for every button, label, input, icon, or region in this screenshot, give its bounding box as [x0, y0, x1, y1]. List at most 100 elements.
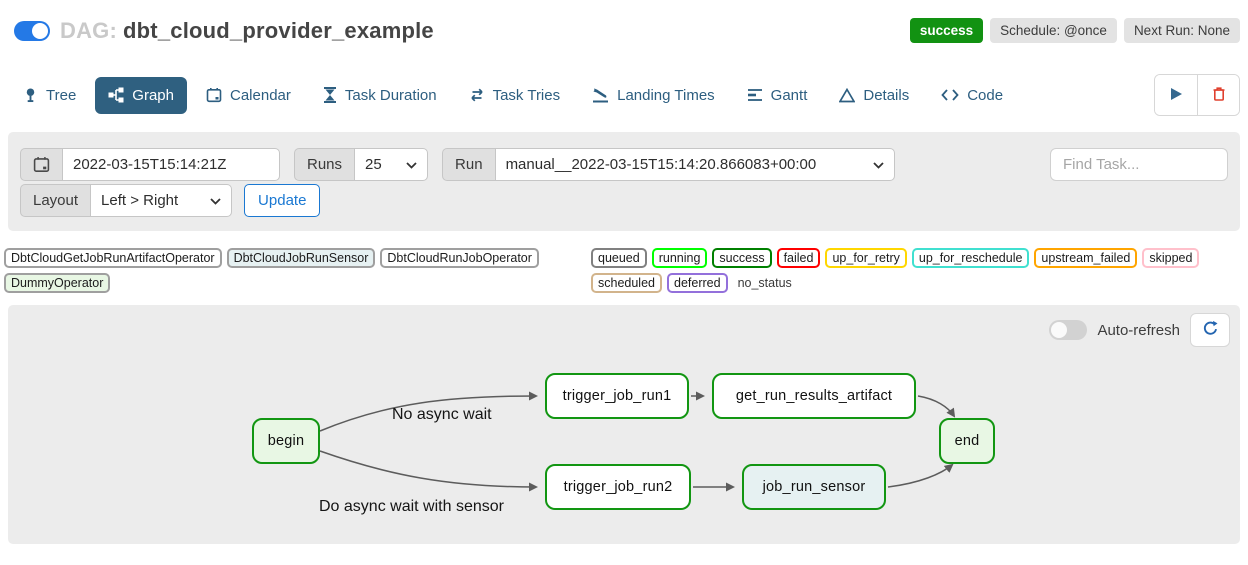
- layout-selected-value: Left > Right: [101, 192, 179, 209]
- chevron-down-icon: [210, 192, 221, 209]
- retry-arrows-icon: [469, 87, 485, 103]
- view-tabs: Tree Graph Calendar Task Duration Task Tries…: [10, 76, 1016, 114]
- calendar-icon: [206, 87, 222, 103]
- execution-date-group: [20, 148, 280, 181]
- edge-job_run_sensor-to-end: [887, 463, 954, 488]
- operator-legend-pill: DummyOperator: [4, 273, 111, 293]
- status-legend-pill: upstream_failed: [1034, 248, 1138, 268]
- delete-dag-button[interactable]: [1197, 75, 1239, 115]
- tab-label: Landing Times: [617, 86, 715, 104]
- task-node-begin[interactable]: begin: [252, 418, 320, 464]
- task-node-trigger_job_run2[interactable]: trigger_job_run2: [545, 464, 691, 510]
- toggle-knob: [1051, 322, 1068, 338]
- toggle-knob: [32, 23, 48, 39]
- filter-panel: Runs 25 Run manual__2022-03-15T15:14:20.…: [8, 132, 1240, 231]
- layout-select[interactable]: Left > Right: [90, 184, 233, 217]
- layout-group: Layout Left > Right: [20, 184, 233, 217]
- execution-date-input[interactable]: [62, 148, 280, 181]
- dag-actions: [1154, 74, 1240, 116]
- task-node-trigger_job_run1[interactable]: trigger_job_run1: [545, 373, 689, 419]
- tab-task-tries[interactable]: Task Tries: [456, 77, 574, 114]
- status-legend-pill: skipped: [1142, 248, 1200, 268]
- tab-label: Code: [967, 86, 1004, 104]
- tab-label: Tree: [46, 86, 77, 104]
- tab-calendar[interactable]: Calendar: [193, 77, 304, 114]
- calendar-picker-icon[interactable]: [20, 148, 62, 181]
- page-title: DAG:dbt_cloud_provider_example: [60, 18, 434, 44]
- runs-group: Runs 25: [294, 148, 429, 181]
- graph-canvas[interactable]: Auto-refresh begin trigger_job_run1 get_ru…: [8, 305, 1240, 544]
- operator-legend-pill: DbtCloudGetJobRunArtifactOperator: [4, 248, 222, 268]
- operator-legend-pill: DbtCloudJobRunSensor: [226, 248, 376, 268]
- gantt-bars-icon: [747, 87, 763, 103]
- run-select[interactable]: manual__2022-03-15T15:14:20.866083+00:00: [494, 148, 895, 181]
- refresh-button[interactable]: [1190, 313, 1230, 347]
- tab-tree[interactable]: Tree: [10, 77, 89, 114]
- chevron-down-icon: [406, 156, 417, 173]
- triangle-icon: [839, 87, 856, 103]
- find-task-input[interactable]: [1050, 148, 1228, 181]
- chevron-down-icon: [872, 156, 884, 173]
- status-legend-pill: scheduled: [591, 273, 662, 293]
- play-icon: [1169, 87, 1183, 104]
- status-badge[interactable]: success: [909, 18, 984, 43]
- status-legend-pill: failed: [776, 248, 821, 268]
- layout-label: Layout: [20, 184, 91, 217]
- status-legend-pill: running: [651, 248, 708, 268]
- tab-graph[interactable]: Graph: [95, 76, 187, 114]
- runs-label: Runs: [294, 148, 355, 181]
- refresh-bar: Auto-refresh: [1049, 313, 1230, 347]
- tab-task-duration[interactable]: Task Duration: [310, 77, 450, 114]
- run-selected-value: manual__2022-03-15T15:14:20.866083+00:00: [505, 156, 817, 173]
- run-group: Run manual__2022-03-15T15:14:20.866083+0…: [442, 148, 895, 181]
- refresh-icon: [1202, 320, 1219, 340]
- tab-label: Task Duration: [344, 86, 437, 104]
- tab-details[interactable]: Details: [826, 77, 922, 114]
- filter-row-2: Layout Left > Right Update: [20, 184, 1228, 217]
- status-legend-pill: queued: [591, 248, 647, 268]
- schedule-badge: Schedule: @once: [990, 18, 1117, 43]
- dag-edges: [319, 391, 956, 492]
- tab-label: Graph: [132, 86, 174, 104]
- task-node-get_run_results_artifact[interactable]: get_run_results_artifact: [712, 373, 916, 419]
- dag-header: DAG:dbt_cloud_provider_example success S…: [0, 0, 1248, 44]
- tree-icon: [23, 87, 38, 103]
- edge-label: No async wait: [392, 406, 492, 423]
- edge-begin-to-trigger_job_run1: [319, 391, 538, 432]
- tab-landing-times[interactable]: Landing Times: [579, 77, 728, 114]
- runs-select[interactable]: 25: [354, 148, 429, 181]
- graph-icon: [108, 87, 124, 103]
- tab-label: Details: [863, 86, 910, 104]
- hourglass-icon: [323, 87, 337, 103]
- auto-refresh-toggle[interactable]: [1049, 320, 1088, 340]
- tab-code[interactable]: Code: [928, 77, 1016, 114]
- auto-refresh-label: Auto-refresh: [1097, 321, 1180, 339]
- status-legend-pill: deferred: [667, 273, 728, 293]
- view-tabs-row: Tree Graph Calendar Task Duration Task Tries…: [10, 74, 1240, 116]
- tab-gantt[interactable]: Gantt: [734, 77, 821, 114]
- filter-row-1: Runs 25 Run manual__2022-03-15T15:14:20.…: [20, 148, 1228, 181]
- edge-get_run_results_artifact-to-end: [917, 395, 956, 418]
- status-legend-pill: no_status: [737, 276, 792, 290]
- header-badges: success Schedule: @once Next Run: None: [909, 18, 1240, 43]
- task-node-end[interactable]: end: [939, 418, 995, 464]
- dag-pause-toggle[interactable]: [14, 21, 50, 41]
- tab-label: Gantt: [770, 86, 808, 104]
- task-node-job_run_sensor[interactable]: job_run_sensor: [742, 464, 886, 510]
- edge-label: Do async wait with sensor: [319, 498, 504, 515]
- run-label: Run: [442, 148, 495, 181]
- dag-name: dbt_cloud_provider_example: [123, 18, 434, 43]
- tab-label: Task Tries: [492, 86, 561, 104]
- dag-prefix-label: DAG:: [60, 18, 118, 43]
- update-button[interactable]: Update: [244, 184, 321, 217]
- trigger-dag-button[interactable]: [1155, 75, 1197, 115]
- status-legend-pill: success: [712, 248, 772, 268]
- status-legend-pill: up_for_reschedule: [911, 248, 1030, 268]
- plane-landing-icon: [592, 87, 609, 103]
- code-brackets-icon: [941, 88, 959, 102]
- runs-selected-value: 25: [365, 156, 382, 173]
